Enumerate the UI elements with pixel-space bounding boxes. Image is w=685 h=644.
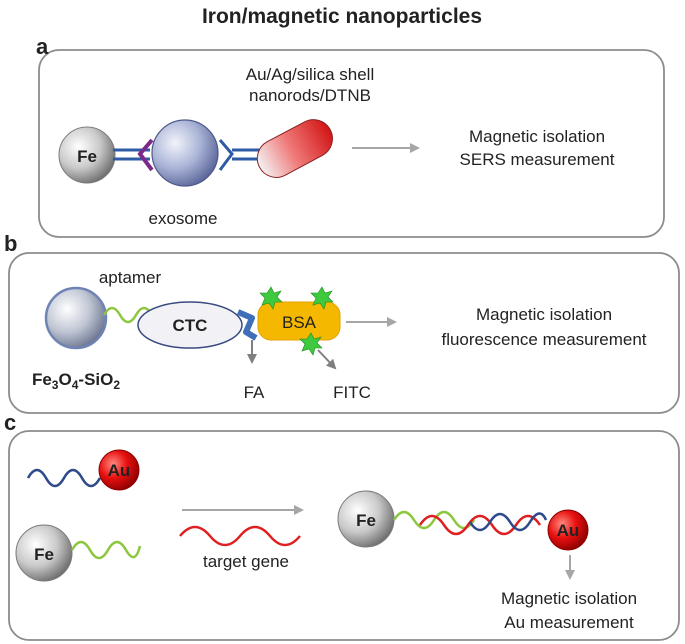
fe3o4-sio2-particle	[44, 286, 108, 350]
fe-label-c: Fe	[34, 545, 54, 564]
complex-green-strand	[392, 510, 476, 530]
antibody-blue	[218, 139, 234, 171]
panel-b-label: b	[4, 231, 17, 256]
panel-b-frame	[8, 252, 680, 414]
fe-label-a: Fe	[77, 147, 97, 166]
au-label-top: Au	[108, 461, 131, 480]
result-c-line2: Au measurement	[504, 613, 634, 632]
result-c-line1: Magnetic isolation	[501, 589, 637, 608]
figure-title: Iron/magnetic nanoparticles	[202, 5, 482, 28]
fe-label-complex: Fe	[356, 511, 376, 530]
au-label-complex: Au	[557, 521, 580, 540]
complex-blue-strand	[468, 512, 548, 532]
panel-c-label: c	[4, 410, 16, 435]
result-a-line1: Magnetic isolation	[469, 127, 605, 146]
complex-red-strand	[418, 514, 542, 536]
fa-receptor	[236, 309, 258, 341]
bsa-protein	[257, 301, 341, 341]
au-particle	[98, 449, 140, 491]
ctc-cell	[137, 301, 243, 349]
au-particle-complex	[547, 509, 589, 551]
panel-a-frame	[38, 49, 665, 238]
fe-particle-c	[15, 524, 73, 582]
fitc-star	[259, 286, 283, 310]
fitc-star	[299, 332, 323, 356]
bsa-label: BSA	[282, 313, 317, 332]
result-a-line2: SERS measurement	[460, 150, 615, 169]
arrow-fitc	[317, 349, 337, 370]
shell-label-line1: Au/Ag/silica shell	[246, 65, 375, 84]
fitc-label: FITC	[333, 383, 371, 402]
result-b-line2: fluorescence measurement	[441, 330, 646, 349]
shell-label-line2: nanorods/DTNB	[249, 86, 371, 105]
panel-a-label: a	[36, 34, 49, 59]
fa-label: FA	[244, 383, 265, 402]
exosome-sphere	[151, 119, 219, 187]
result-b-line1: Magnetic isolation	[476, 305, 612, 324]
probe-strand-green	[70, 540, 142, 560]
fitc-star	[310, 286, 334, 310]
ctc-label: CTC	[173, 316, 208, 335]
target-gene-label: target gene	[203, 552, 289, 571]
target-gene-strand	[179, 525, 301, 547]
exosome-label: exosome	[149, 209, 218, 228]
probe-strand-blue	[26, 468, 102, 488]
nanorod	[256, 119, 333, 178]
aptamer-label: aptamer	[99, 268, 162, 287]
antibody-purple	[137, 138, 154, 172]
fe-particle	[58, 126, 116, 184]
